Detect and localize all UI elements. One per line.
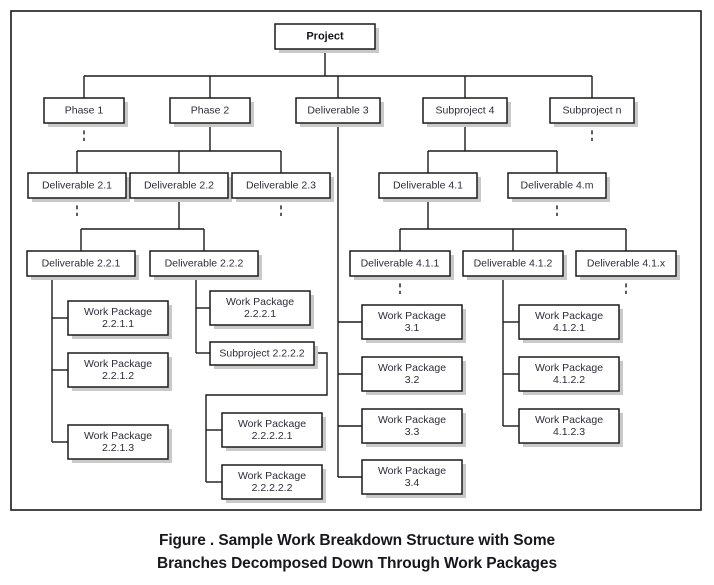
wbs-node-subproj2222[interactable]: Subproject 2.2.2.2 [209,341,318,369]
node-box[interactable] [209,290,311,326]
wbs-node-deliv41[interactable]: Deliverable 4.1 [378,172,481,202]
node-label: Deliverable 2.3 [246,179,316,191]
node-label: Project [306,30,344,42]
node-label: Deliverable 4.1.x [587,257,666,269]
node-label: Deliverable 4.1.1 [361,257,440,269]
node-box[interactable] [349,250,451,277]
node-box[interactable] [518,408,620,444]
wbs-node-subproj4[interactable]: Subproject 4 [422,97,511,127]
node-box[interactable] [67,352,169,388]
node-box[interactable] [361,356,463,392]
node-box[interactable] [221,412,323,448]
wbs-node-deliv41x[interactable]: Deliverable 4.1.x [575,250,680,280]
figure-caption: Figure . Sample Work Breakdown Structure… [157,532,557,572]
node-box[interactable] [295,97,381,124]
node-box[interactable] [221,464,323,500]
node-label: Deliverable 2.2 [144,179,214,191]
node-box[interactable] [27,172,127,199]
caption-line-2: Branches Decomposed Down Through Work Pa… [157,555,557,572]
wbs-node-subprojn[interactable]: Subproject n [549,97,638,127]
wbs-node-deliv3[interactable]: Deliverable 3 [295,97,384,127]
figure-frame [10,10,702,511]
wbs-node-deliv22[interactable]: Deliverable 2.2 [129,172,232,202]
node-label: Deliverable 3 [307,104,368,116]
node-box[interactable] [518,304,620,340]
node-label: Phase 1 [65,104,104,116]
node-box[interactable] [422,97,508,124]
wbs-node-phase1[interactable]: Phase 1 [43,97,128,127]
wbs-node-deliv411[interactable]: Deliverable 4.1.1 [349,250,454,280]
node-box[interactable] [462,250,564,277]
node-box[interactable] [507,172,607,199]
node-box[interactable] [129,172,229,199]
node-box[interactable] [209,341,315,366]
wbs-node-deliv221[interactable]: Deliverable 2.2.1 [26,250,139,280]
node-box[interactable] [274,23,376,50]
node-box[interactable] [67,300,169,336]
connector-layer [51,49,627,483]
node-label: Subproject n [563,104,622,116]
wbs-node-deliv4m[interactable]: Deliverable 4.m [507,172,610,202]
wbs-node-deliv21[interactable]: Deliverable 2.1 [27,172,130,202]
node-box[interactable] [549,97,635,124]
wbs-node-deliv412[interactable]: Deliverable 4.1.2 [462,250,567,280]
node-label: Deliverable 2.2.1 [42,257,121,269]
node-box[interactable] [231,172,331,199]
node-label: Deliverable 4.1 [393,179,463,191]
wbs-node-project[interactable]: Project [274,23,379,53]
node-box[interactable] [361,304,463,340]
connector-subproj2222-route [205,352,328,482]
node-box[interactable] [149,250,259,277]
node-label: Deliverable 4.m [521,179,594,191]
node-box[interactable] [361,408,463,444]
node-box[interactable] [361,459,463,495]
wbs-node-deliv222[interactable]: Deliverable 2.2.2 [149,250,262,280]
node-box[interactable] [378,172,478,199]
wbs-node-phase2[interactable]: Phase 2 [169,97,254,127]
node-label: Subproject 4 [436,104,495,116]
node-label: Phase 2 [191,104,230,116]
node-box[interactable] [575,250,677,277]
node-box[interactable] [518,356,620,392]
node-box[interactable] [43,97,125,124]
node-box[interactable] [169,97,251,124]
node-box[interactable] [67,424,169,460]
node-label: Deliverable 2.1 [42,179,112,191]
wbs-node-deliv23[interactable]: Deliverable 2.3 [231,172,334,202]
caption-line-1: Figure . Sample Work Breakdown Structure… [159,532,556,549]
node-box[interactable] [26,250,136,277]
node-label: Deliverable 2.2.2 [165,257,244,269]
node-label: Subproject 2.2.2.2 [219,347,304,359]
node-label: Deliverable 4.1.2 [474,257,553,269]
